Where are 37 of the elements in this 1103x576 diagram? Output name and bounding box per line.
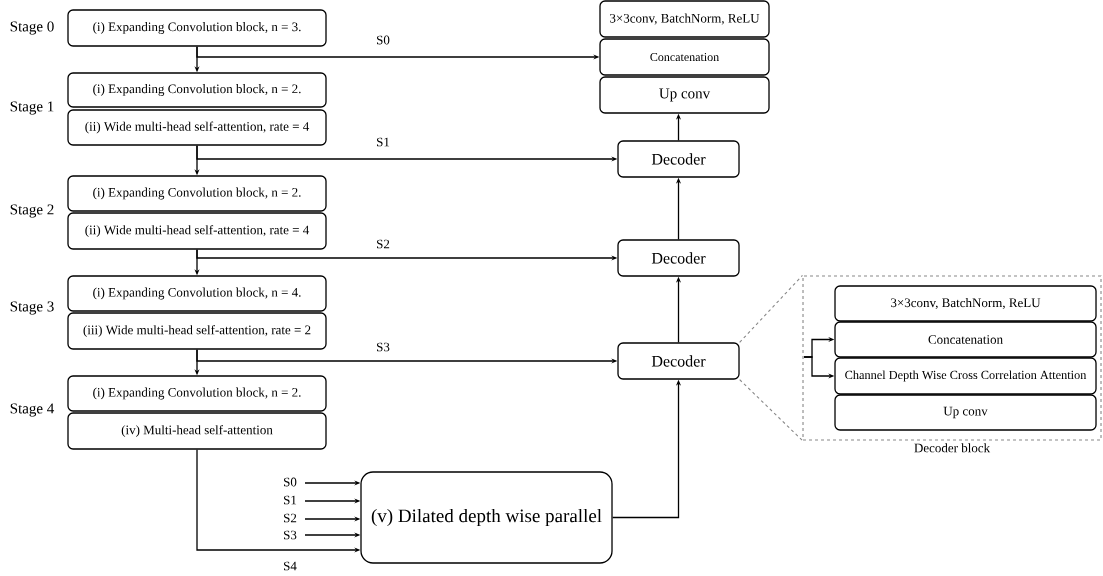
edge-label: S0	[377, 35, 390, 45]
block-box: (i) Expanding Convolution block, n = 2.	[67, 175, 327, 212]
block-box: (i) Expanding Convolution block, n = 2.	[67, 375, 327, 412]
stage-label: Stage 4	[10, 403, 55, 417]
block-box: 3×3conv, BatchNorm, ReLU	[599, 0, 770, 38]
block-box: (ii) Wide multi-head self-attention, rate = 4	[67, 212, 327, 250]
decoder-box: Decoder	[617, 342, 740, 380]
edge-label: S1	[284, 495, 297, 505]
edge-label: S1	[377, 137, 390, 147]
block-box: Concatenation	[599, 38, 770, 76]
stage-label: Stage 2	[10, 204, 54, 218]
stage-label: Stage 0	[10, 21, 54, 35]
block-box: 3×3conv, BatchNorm, ReLU	[834, 285, 1097, 322]
decoder-box: Decoder	[617, 239, 740, 277]
decoder-box: Decoder	[617, 140, 740, 178]
zoom-line	[739, 274, 803, 343]
edge-label: S0	[284, 477, 297, 487]
node-label: Decoder block	[914, 443, 991, 453]
edge-label: S4	[284, 561, 297, 571]
block-box: (iii) Wide multi-head self-attention, rate = 2	[67, 312, 327, 350]
stage-label: Stage 1	[10, 101, 54, 115]
block-box: (i) Expanding Convolution block, n = 3.	[67, 9, 327, 47]
edge-label: S2	[284, 513, 297, 523]
block-box: Up conv	[834, 394, 1097, 431]
zoom-line	[739, 379, 803, 442]
edge-label: S3	[377, 342, 390, 352]
block-box: (iv) Multi-head self-attention	[67, 412, 327, 450]
block-box: (i) Expanding Convolution block, n = 2.	[67, 72, 327, 108]
block-box: Channel Depth Wise Cross Correlation Attention	[834, 357, 1097, 395]
block-box: Up conv	[599, 76, 770, 114]
edge-label: S2	[377, 239, 390, 249]
block-box: (v) Dilated depth wise parallel	[360, 471, 613, 564]
block-box: Concatenation	[834, 321, 1097, 358]
block-box: (i) Expanding Convolution block, n = 4.	[67, 275, 327, 312]
stage-label: Stage 3	[10, 301, 54, 315]
edge-label: S3	[284, 530, 297, 540]
block-box: (ii) Wide multi-head self-attention, rate = 4	[67, 109, 327, 146]
